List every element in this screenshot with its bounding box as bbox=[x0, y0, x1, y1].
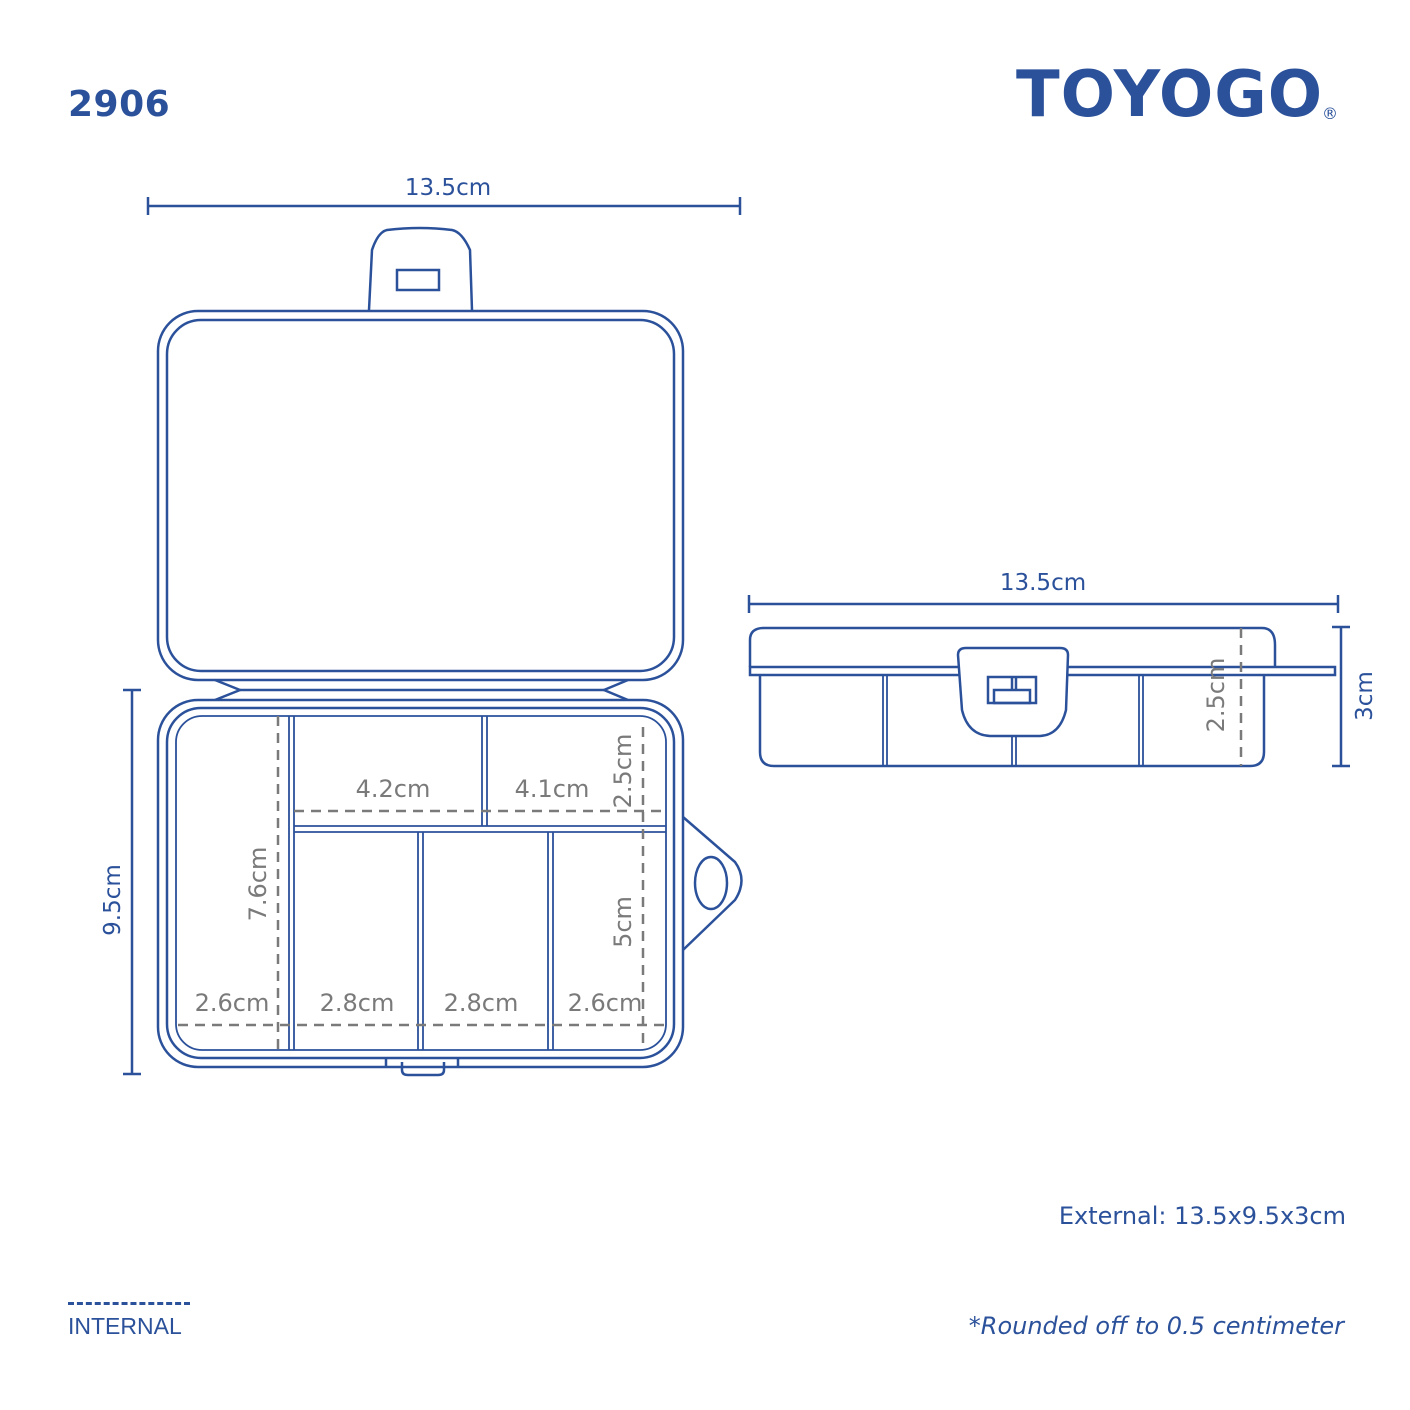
top-width-label: 13.5cm bbox=[405, 175, 491, 201]
top-height-label: 9.5cm bbox=[100, 864, 126, 936]
side-internal-depth-label: 2.5cm bbox=[1202, 658, 1230, 733]
side-latch-icon bbox=[956, 646, 1070, 738]
bottom-row-height-label: 5cm bbox=[609, 896, 637, 948]
bottom-width-label-2: 2.8cm bbox=[320, 989, 395, 1017]
registered-mark: ® bbox=[1322, 104, 1338, 123]
rounding-note: *Rounded off to 0.5 centimeter bbox=[968, 1312, 1344, 1340]
side-width-label: 13.5cm bbox=[1000, 570, 1086, 596]
brand-logo: TOYOGO bbox=[1016, 58, 1324, 132]
hinge bbox=[214, 678, 629, 702]
internal-legend-label: INTERNAL bbox=[68, 1313, 182, 1339]
compartment-dividers bbox=[288, 716, 666, 1050]
model-number: 2906 bbox=[68, 84, 171, 125]
side-height-dimension-line bbox=[1332, 625, 1350, 768]
internal-dimension-lines bbox=[178, 628, 1243, 1052]
bottom-width-label-4: 2.6cm bbox=[568, 989, 643, 1017]
side-width-dimension-line bbox=[747, 595, 1340, 613]
bottom-width-label-1: 2.6cm bbox=[195, 989, 270, 1017]
lid-outline bbox=[156, 309, 685, 682]
left-column-height-label: 7.6cm bbox=[244, 847, 272, 922]
hanging-loop bbox=[682, 816, 743, 951]
bottom-width-label-3: 2.8cm bbox=[444, 989, 519, 1017]
top-left-width-label: 4.2cm bbox=[356, 775, 431, 803]
height-dimension-line bbox=[123, 688, 141, 1076]
top-row-height-label: 2.5cm bbox=[609, 734, 637, 809]
external-dimensions: External: 13.5x9.5x3cm bbox=[1058, 1202, 1346, 1230]
top-width-dimension-line bbox=[146, 197, 742, 215]
base-outline bbox=[156, 698, 685, 1077]
internal-legend-dash-icon bbox=[68, 1302, 190, 1305]
side-height-label: 3cm bbox=[1352, 671, 1378, 721]
top-right-width-label: 4.1cm bbox=[515, 775, 590, 803]
lid-latch-icon bbox=[367, 226, 474, 311]
